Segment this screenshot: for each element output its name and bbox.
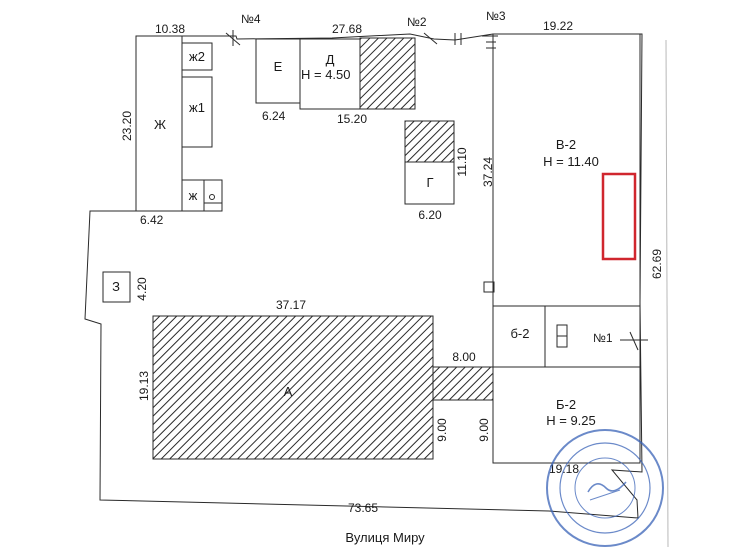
building-zh-group: [135, 35, 223, 212]
gate-4-label: №4: [241, 12, 261, 26]
gate-3-label: №3: [486, 9, 506, 23]
site-boundary: [84, 33, 643, 519]
dim-v2-side: 37.24: [481, 157, 495, 187]
page-edge: [665, 39, 669, 547]
dim-e-bottom: 6.24: [262, 109, 286, 123]
building-zh-small: [181, 179, 223, 212]
dim-step-zh: 6.42: [140, 213, 164, 227]
v2-small-box: [483, 281, 495, 293]
gate-marks: [225, 30, 648, 351]
dim-top-left: 10.38: [155, 22, 185, 36]
passage-a-b2: [432, 366, 494, 401]
dim-zh-side: 23.20: [120, 111, 134, 141]
official-stamp: [546, 429, 664, 547]
dim-a-top: 37.17: [276, 298, 306, 312]
dim-right-total: 62.69: [650, 249, 664, 279]
gate-2-label: №2: [407, 15, 427, 29]
dim-a-left: 19.13: [137, 371, 151, 401]
hatched-ruin-top: [359, 37, 416, 110]
building-zh1: [181, 76, 213, 148]
label-z: З: [112, 279, 120, 294]
dim-g-side: 11.10: [455, 147, 469, 176]
highlight-box: [601, 172, 637, 261]
zh-small-circle: [209, 194, 215, 200]
building-zh2: [181, 42, 213, 71]
dim-passage-top: 8.00: [452, 350, 476, 364]
building-v2: [492, 33, 641, 307]
label-v2-name: В-2: [556, 137, 576, 152]
dim-g-bottom: 6.20: [418, 208, 442, 222]
dim-bottom-total: 73.65: [348, 501, 378, 515]
label-e: Е: [274, 59, 283, 74]
label-a: А: [284, 384, 293, 399]
label-zh: Ж: [154, 117, 166, 132]
building-z: [102, 271, 131, 303]
dim-z-side: 4.20: [135, 277, 149, 301]
label-g: Г: [426, 175, 433, 190]
street-label: Вулиця Миру: [345, 530, 425, 545]
label-v2-height: Н = 11.40: [543, 154, 599, 169]
building-a: [152, 315, 434, 460]
label-d-name: Д: [326, 52, 335, 67]
label-zh1: ж1: [189, 100, 205, 115]
label-b2-name: Б-2: [556, 397, 576, 412]
dim-top-mid: 27.68: [332, 22, 362, 36]
label-zh2: ж2: [189, 49, 205, 64]
label-b2-height: Н = 9.25: [546, 413, 596, 428]
label-d-height: Н = 4.50: [301, 67, 351, 82]
dim-b2-left: 9.00: [477, 418, 491, 442]
label-b2-small: б-2: [510, 326, 529, 341]
label-zh-small: ж: [189, 188, 198, 203]
building-b2: [492, 366, 641, 464]
hatched-ruin-g: [404, 120, 455, 163]
gate-1-label: №1: [593, 331, 613, 345]
dim-a-right: 9.00: [435, 418, 449, 442]
dim-d-bottom: 15.20: [337, 112, 367, 126]
building-g: [404, 161, 455, 205]
dim-top-right: 19.22: [543, 19, 573, 33]
fixture-marks: [486, 41, 496, 49]
